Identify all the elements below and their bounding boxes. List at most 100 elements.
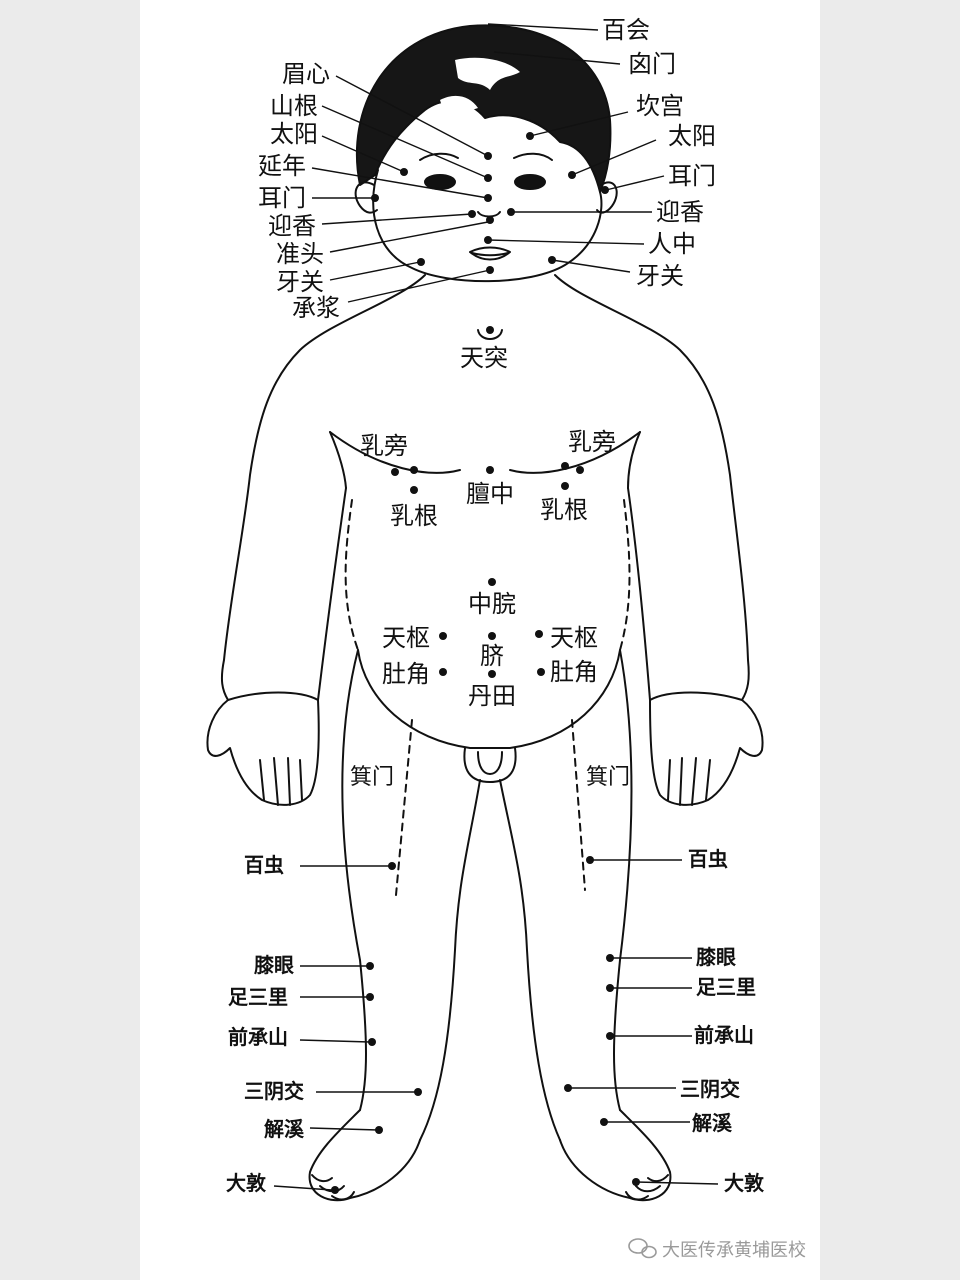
leader-chengjiang <box>347 269 491 303</box>
label-chengjiang: 承浆 <box>292 294 340 322</box>
dot-qianchengshan-l <box>368 1038 376 1046</box>
dot-taiyang-r <box>568 171 576 179</box>
diagram-canvas: 百会 囟门 眉心 坎宫 山根 太阳 太阳 延年 耳门 耳门 迎香 迎香 准头 人… <box>140 0 820 1280</box>
dot-sanyinjiao-l <box>414 1088 422 1096</box>
label-renzhong: 人中 <box>648 230 696 258</box>
dot-rugen-l <box>410 486 418 494</box>
label-ermen-r: 耳门 <box>668 162 716 190</box>
leg-right-inner <box>499 779 561 1141</box>
leader-meixin <box>335 75 489 157</box>
leader-yaguan-r <box>551 259 631 273</box>
dot-jiexi-l <box>375 1126 383 1134</box>
dot-yaguan-l <box>417 258 425 266</box>
label-qianchengshan-r: 前承山 <box>694 1023 754 1047</box>
label-shangen: 山根 <box>270 92 318 120</box>
leader-jiexi-l <box>309 1127 379 1131</box>
armpit-right <box>627 431 641 489</box>
foot-left <box>308 1109 421 1202</box>
watermark-text: 大医传承黄埔医校 <box>662 1240 806 1261</box>
dot-dujiao-r <box>537 668 545 676</box>
arm-right-inner <box>627 487 651 701</box>
hand-right-fingers <box>667 757 711 806</box>
label-xiyan-r: 膝眼 <box>696 945 736 969</box>
dot-zhuntou <box>486 216 494 224</box>
label-danzhong: 膻中 <box>466 480 514 508</box>
label-dujiao-r: 肚角 <box>550 658 598 686</box>
dot-zhongwan <box>488 578 496 586</box>
label-yaguan-l: 牙关 <box>276 268 324 296</box>
body-right-outline <box>554 274 750 701</box>
pit-dash-right <box>619 499 631 651</box>
dot-xiyan-l <box>366 962 374 970</box>
dot-qi <box>488 632 496 640</box>
dot-qianchengshan-r <box>606 1032 614 1040</box>
dot-taiyang-l <box>400 168 408 176</box>
label-yingxiang-l: 迎香 <box>268 212 316 240</box>
label-dujiao-l: 肚角 <box>382 660 430 688</box>
leg-right-outer <box>613 649 633 1111</box>
dot-rupang-r2 <box>576 466 584 474</box>
label-jimen-r: 箕门 <box>586 765 630 790</box>
label-taiyang-l: 太阳 <box>270 120 318 148</box>
label-ermen-l: 耳门 <box>258 184 306 212</box>
dot-dantian <box>488 670 496 678</box>
dot-rupang-r1 <box>561 462 569 470</box>
thigh-dash-right <box>571 719 586 891</box>
eyebrow-left <box>419 152 459 161</box>
hair-highlight <box>455 57 520 90</box>
leader-dadun-l <box>273 1185 333 1191</box>
label-yannian: 延年 <box>258 152 306 180</box>
dot-meixin <box>484 152 492 160</box>
genital <box>463 747 517 783</box>
label-zhuntou: 准头 <box>276 240 324 268</box>
genital-inner <box>477 751 503 775</box>
label-baichong-l: 百虫 <box>244 853 284 877</box>
eye-left <box>424 174 456 190</box>
label-meixin: 眉心 <box>282 60 330 88</box>
label-zusanli-l: 足三里 <box>228 985 288 1009</box>
dot-chengjiang <box>486 266 494 274</box>
leader-baihui <box>487 23 599 31</box>
label-jiexi-l: 解溪 <box>264 1117 305 1141</box>
dot-yingxiang-r <box>507 208 515 216</box>
leader-qianchengshan-l <box>299 1039 371 1043</box>
dot-zusanli-l <box>366 993 374 1001</box>
label-zusanli-r: 足三里 <box>696 975 756 999</box>
dot-ermen-r <box>601 186 609 194</box>
dot-dadun-l <box>331 1186 339 1194</box>
dot-yingxiang-l <box>468 210 476 218</box>
dot-rugen-r <box>561 482 569 490</box>
label-dadun-r: 大敦 <box>724 1171 765 1195</box>
label-rupang-l: 乳旁 <box>360 432 408 460</box>
dot-tianshu-r <box>535 630 543 638</box>
hair <box>355 24 612 193</box>
hand-left-fingers <box>259 757 303 806</box>
label-taiyang-r: 太阳 <box>668 122 716 150</box>
dot-kangong <box>526 132 534 140</box>
leader-yaguan-l <box>329 261 421 281</box>
leader-shangen <box>321 105 489 179</box>
eyebrow-right <box>513 152 553 161</box>
leader-dadun-r <box>635 1181 719 1185</box>
label-xinmen: 囟门 <box>628 50 676 78</box>
nose <box>477 211 501 218</box>
dot-yannian <box>484 194 492 202</box>
leader-ermen-r <box>605 175 665 191</box>
label-tiantu: 天突 <box>460 344 508 372</box>
label-rupang-r: 乳旁 <box>568 428 616 456</box>
eye-right <box>514 174 546 190</box>
dot-sanyinjiao-r <box>564 1084 572 1092</box>
hand-left <box>206 691 320 806</box>
leader-yingxiang-l <box>321 213 473 225</box>
foot-right-toes <box>625 1174 669 1201</box>
label-tianshu-l: 天枢 <box>382 624 430 652</box>
dot-tianshu-l <box>439 632 447 640</box>
tiantu-mark <box>477 329 503 340</box>
mouth <box>469 246 511 261</box>
dot-zusanli-r <box>606 984 614 992</box>
leader-yannian <box>311 167 489 199</box>
acupoint-diagram: 百会 囟门 眉心 坎宫 山根 太阳 太阳 延年 耳门 耳门 迎香 迎香 准头 人… <box>206 16 806 1261</box>
dot-shangen <box>484 174 492 182</box>
face-outline <box>372 169 603 283</box>
label-jimen-l: 箕门 <box>350 765 394 790</box>
